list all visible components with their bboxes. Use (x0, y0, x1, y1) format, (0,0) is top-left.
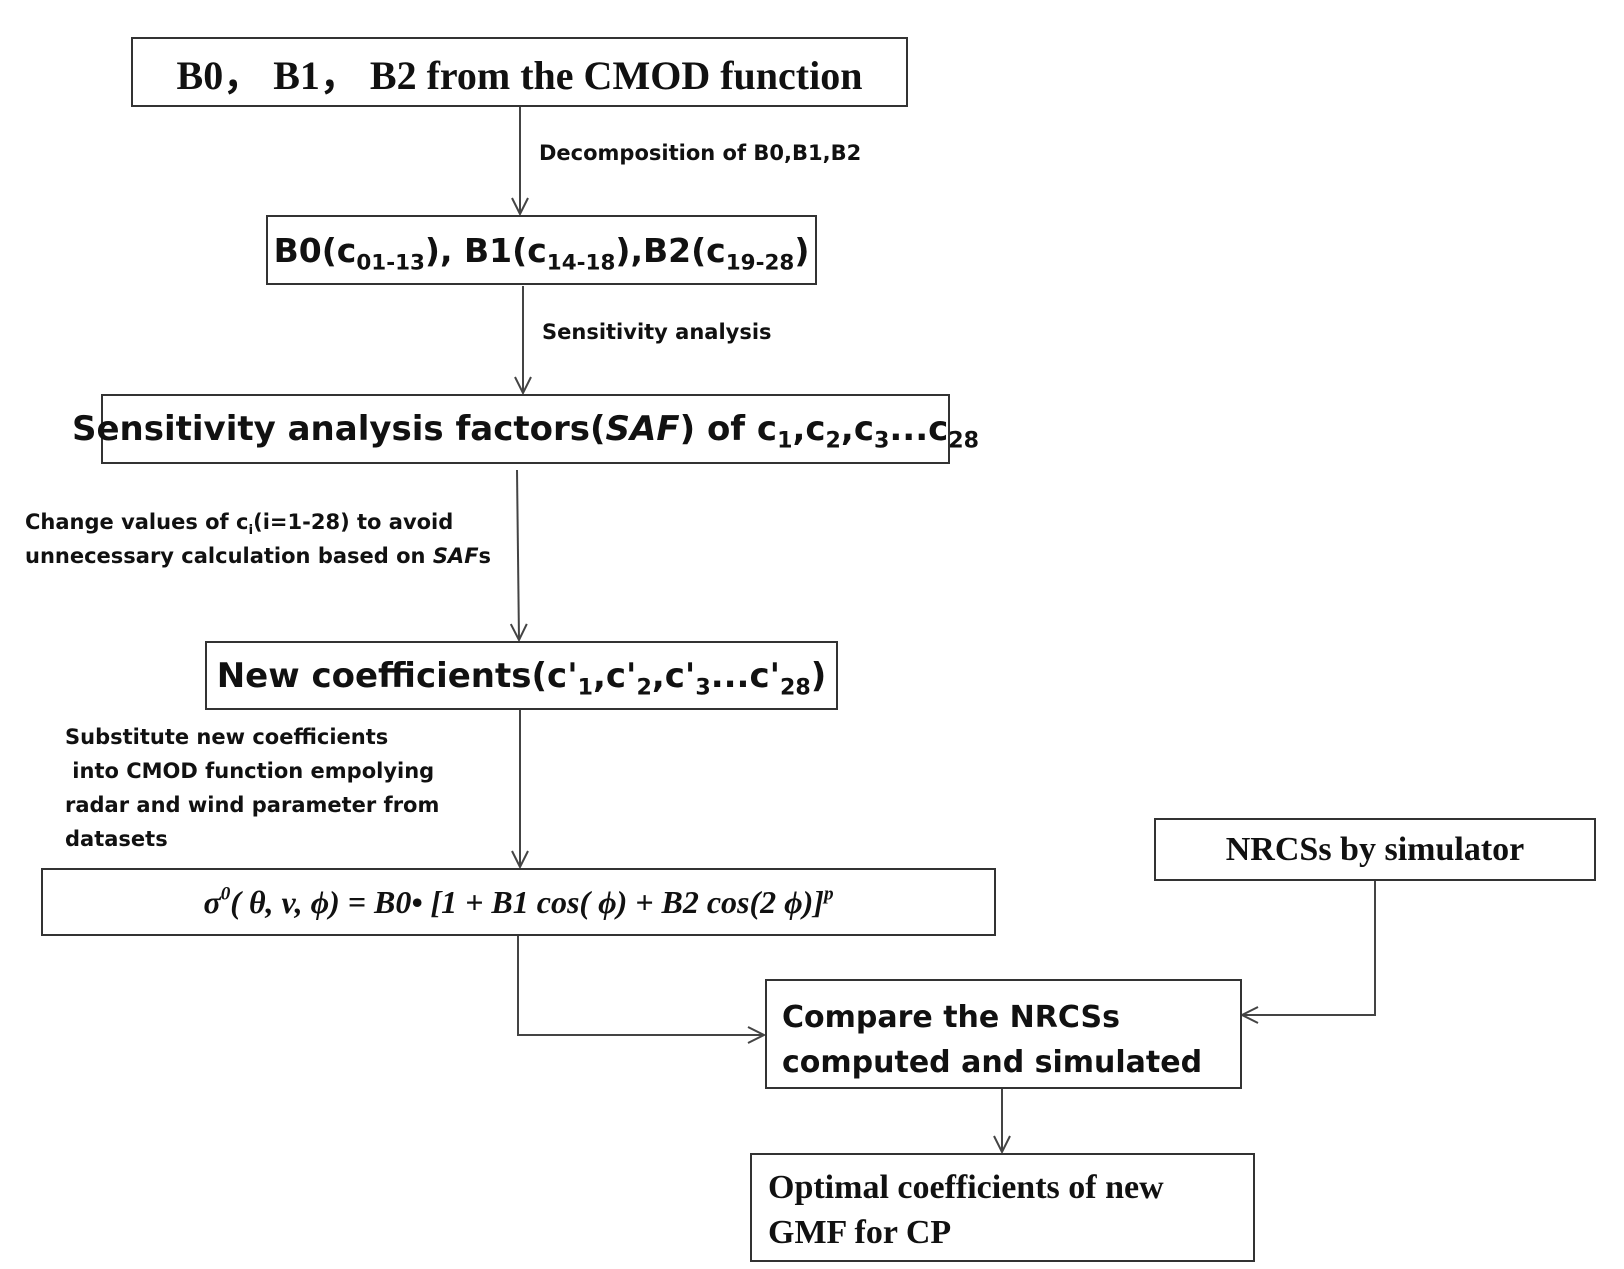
node-compare-line1: Compare the NRCSs (782, 1000, 1120, 1035)
node-decomposition-result: B0(c01-13), B1(c14-18),B2(c19-28) (266, 215, 817, 285)
arrow-saf-to-newcoef (517, 469, 519, 640)
edge-substitute-line1: Substitute new coefficients (65, 725, 389, 749)
node-saf-label: Sensitivity analysis factors(SAF) of c1,… (71, 409, 980, 454)
node-optimal-coefficients: Optimal coefficients of new GMF for CP (750, 1153, 1255, 1262)
edge-label-change-values: Change values of ci(i=1-28) to avoid unn… (25, 505, 491, 573)
node-decomp-label: B0(c01-13), B1(c14-18),B2(c19-28) (273, 230, 810, 275)
node-optimal-line1: Optimal coefficients of new (768, 1169, 1164, 1206)
node-newcoef-label: New coefficients(c'1,c'2,c'3...c'28) (216, 655, 827, 701)
node-cmod-function: B0， B1， B2 from the CMOD function (131, 37, 908, 107)
edge-substitute-line4: datasets (65, 827, 168, 851)
node-simulator-label: NRCSs by simulator (1225, 830, 1525, 868)
node-gmf-formula: σ0( θ, v, ϕ) = B0• [1 + B1 cos( ϕ) + B2 … (41, 868, 996, 936)
edge-substitute-line3: radar and wind parameter from (65, 793, 440, 817)
node-formula-label: σ0( θ, v, ϕ) = B0• [1 + B1 cos( ϕ) + B2 … (203, 883, 834, 920)
edge-substitute-line2: into CMOD function empolying (65, 759, 435, 783)
node-nrcs-simulator: NRCSs by simulator (1154, 818, 1596, 881)
node-optimal-line2: GMF for CP (768, 1214, 952, 1251)
node-sensitivity-factors: Sensitivity analysis factors(SAF) of c1,… (72, 394, 979, 464)
edge-change-line1: Change values of ci(i=1-28) to avoid (25, 510, 454, 538)
node-cmod-label: B0， B1， B2 from the CMOD function (176, 53, 863, 98)
edge-change-line2: unnecessary calculation based on SAFs (25, 544, 492, 568)
node-new-coefficients: New coefficients(c'1,c'2,c'3...c'28) (205, 641, 838, 710)
node-compare-nrcs: Compare the NRCSs computed and simulated (765, 979, 1242, 1089)
arrow-simulator-to-compare (1242, 880, 1376, 1015)
edge-label-decomposition: Decomposition of B0,B1,B2 (539, 141, 862, 165)
arrow-formula-to-compare (517, 935, 764, 1035)
edge-label-sensitivity: Sensitivity analysis (542, 320, 772, 344)
node-compare-line2: computed and simulated (782, 1045, 1203, 1080)
edge-label-substitute: Substitute new coefficients into CMOD fu… (65, 720, 439, 856)
